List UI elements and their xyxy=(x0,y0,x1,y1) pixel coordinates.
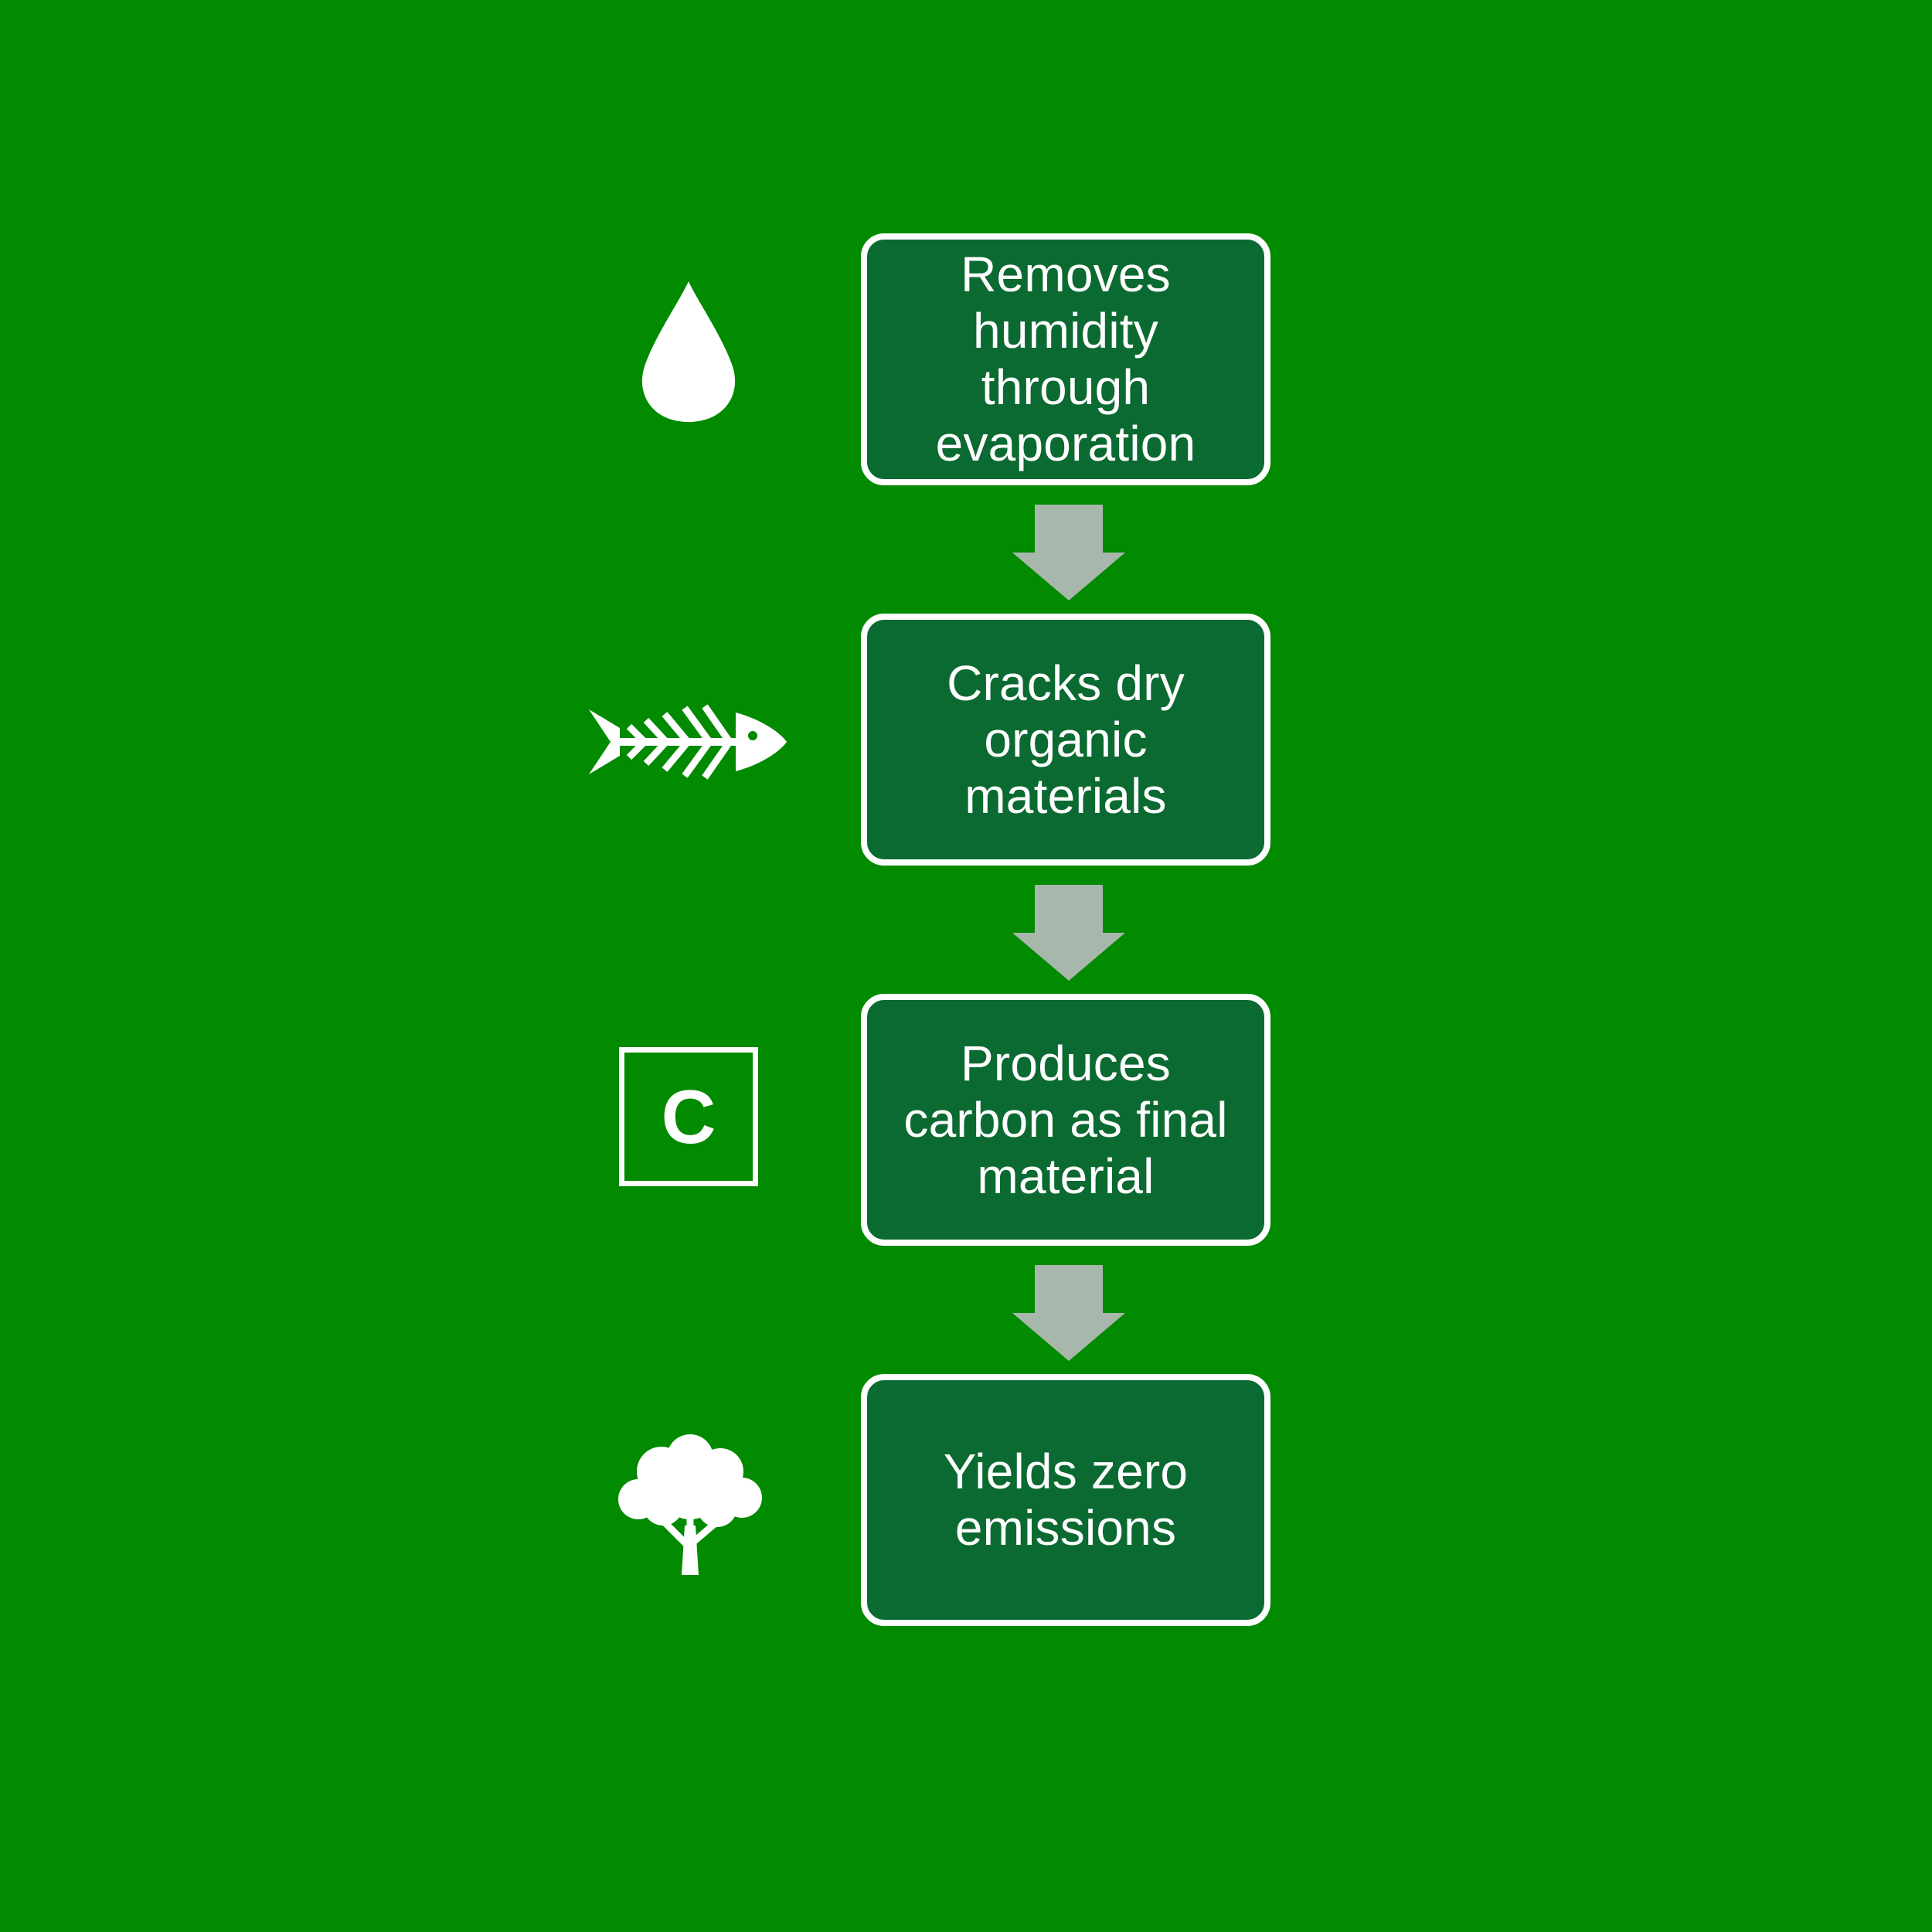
down-arrow-2 xyxy=(1012,885,1125,981)
step-label-4: Yields zero emissions xyxy=(943,1444,1189,1556)
fish-bone-icon xyxy=(589,704,787,780)
step-label-3: Produces carbon as final material xyxy=(903,1035,1228,1204)
carbon-element-icon: C xyxy=(617,1045,760,1189)
step-label-1: Removes humidity through evaporation xyxy=(935,247,1196,471)
carbon-symbol: C xyxy=(661,1074,716,1159)
step-box-2: Cracks dry organic materials xyxy=(861,614,1270,866)
step-box-4: Yields zero emissions xyxy=(861,1374,1270,1626)
down-arrow-3 xyxy=(1012,1265,1125,1361)
step-label-2: Cracks dry organic materials xyxy=(947,655,1185,824)
tree-icon xyxy=(618,1434,762,1575)
step-box-1: Removes humidity through evaporation xyxy=(861,233,1270,485)
step-box-3: Produces carbon as final material xyxy=(861,994,1270,1246)
water-drop-icon xyxy=(641,281,736,422)
carbon-element-frame: C xyxy=(619,1047,758,1186)
down-arrow-1 xyxy=(1012,505,1125,600)
